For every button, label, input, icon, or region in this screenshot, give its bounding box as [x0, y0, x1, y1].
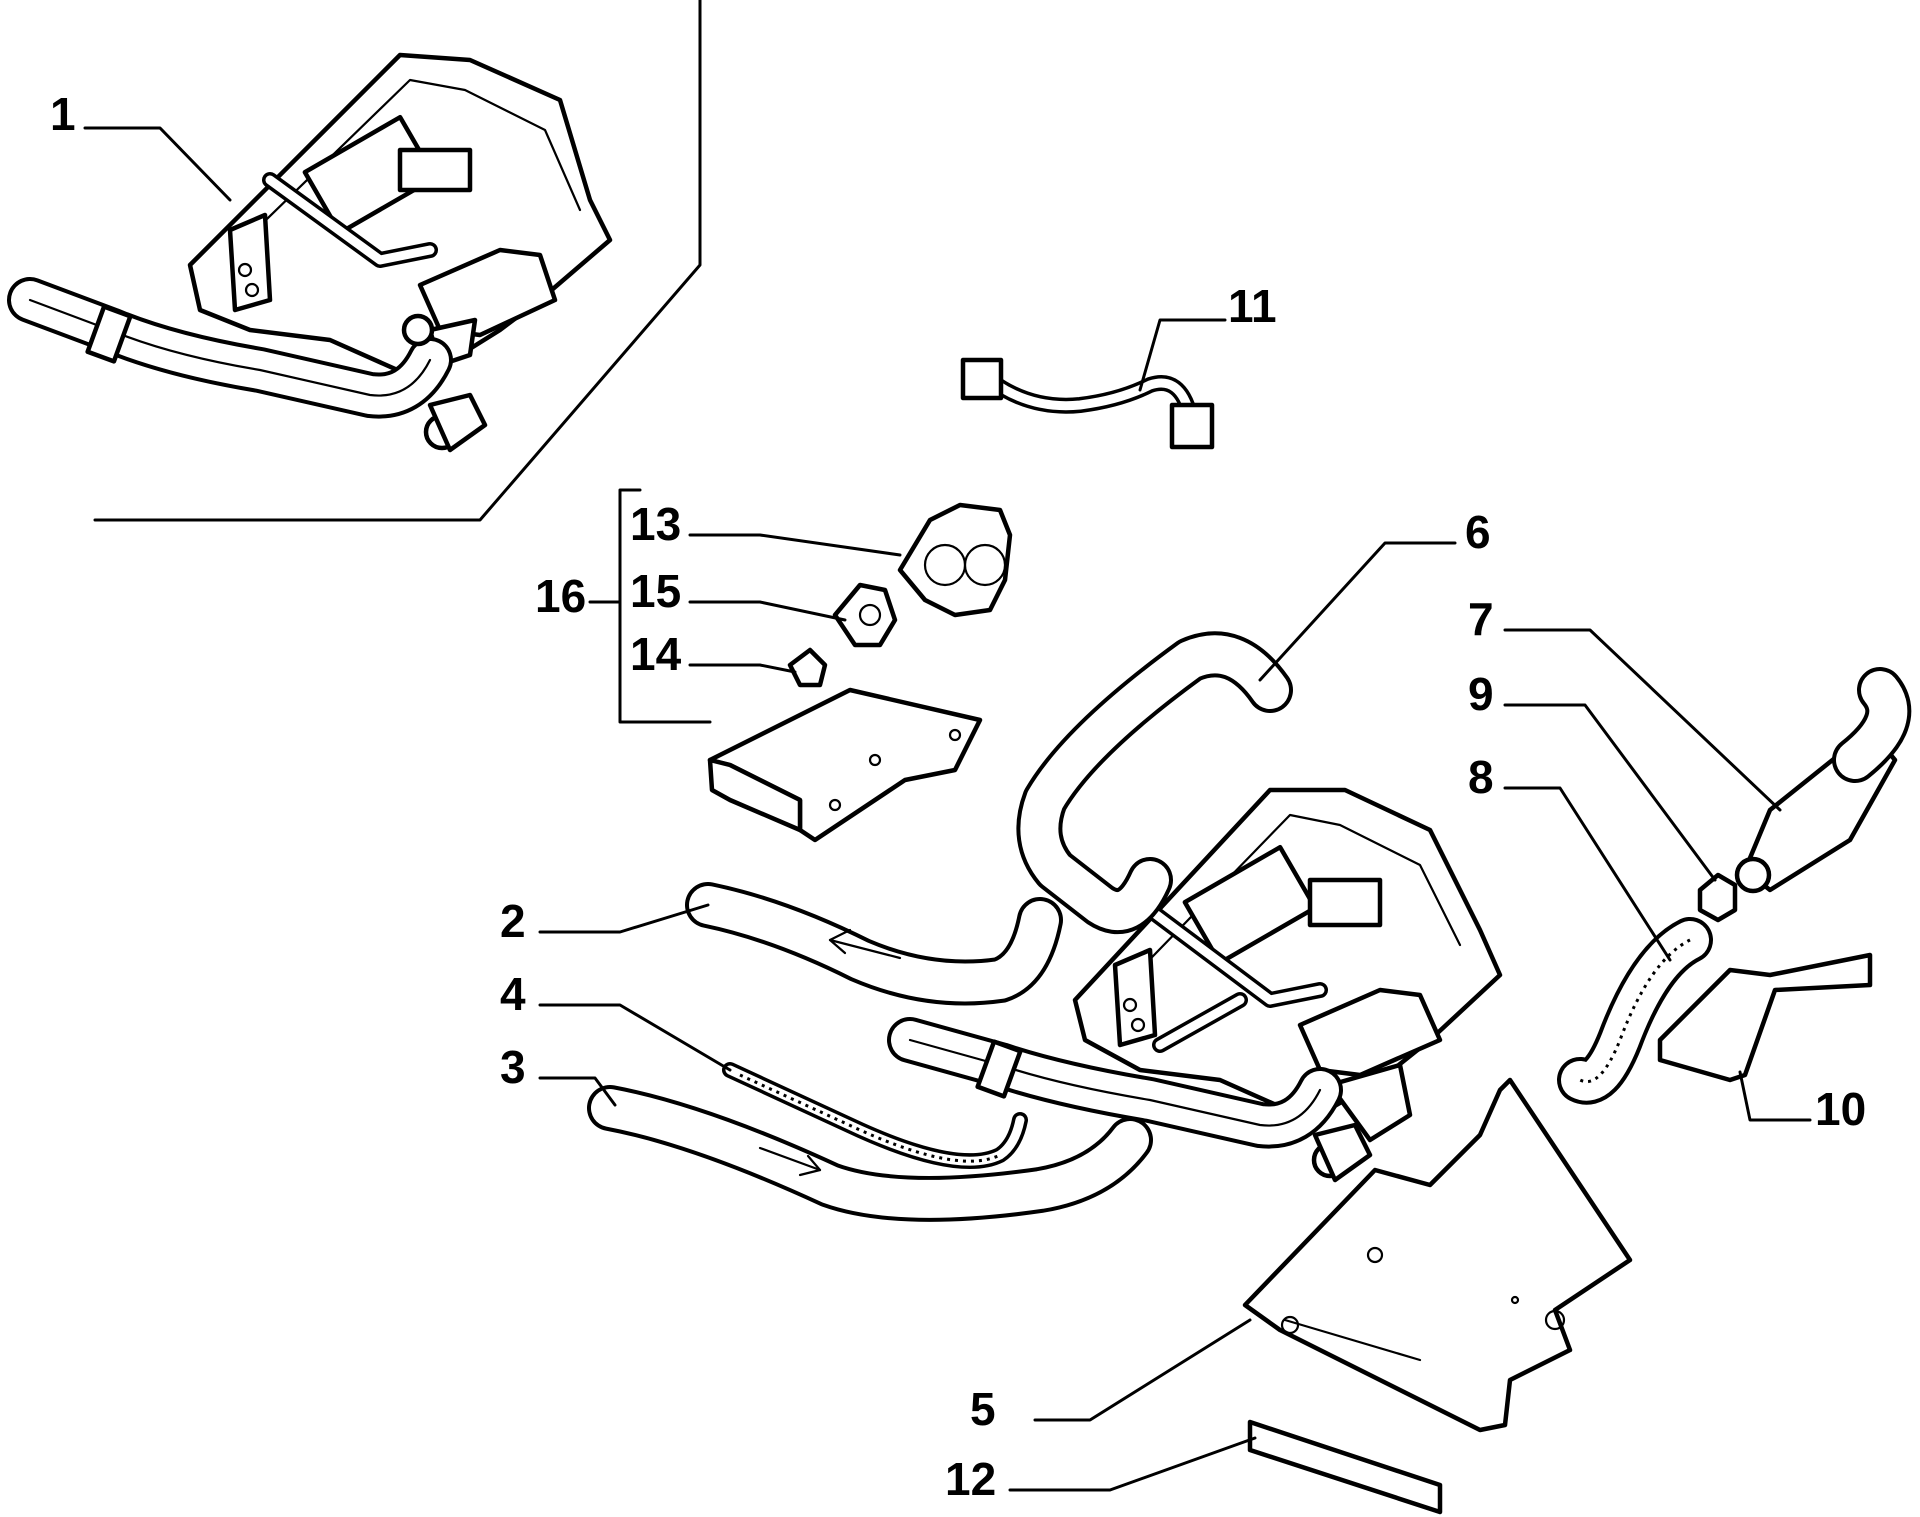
callout-12: 12	[945, 1453, 996, 1505]
callout-16: 16	[535, 570, 586, 622]
flex-hose	[1557, 917, 1713, 1105]
leader-14	[688, 663, 797, 674]
housing-bracket	[897, 502, 1013, 618]
support-bracket	[1657, 952, 1873, 1083]
callout-3: 3	[500, 1041, 526, 1093]
leader-6	[1258, 541, 1457, 682]
inset-frame	[93, 0, 702, 522]
callout-labels: 1 11 13 16 15 14 6 7 9 8 10 2 4 3 5 12	[50, 88, 1866, 1505]
leader-lines	[83, 126, 1812, 1492]
heater-assembly	[887, 787, 1503, 1183]
callout-14: 14	[630, 628, 682, 680]
corrugated-tube	[722, 1062, 1028, 1170]
leader-11	[1138, 318, 1227, 392]
leader-13	[688, 533, 902, 557]
leader-7	[1503, 628, 1782, 812]
leader-8	[1503, 786, 1672, 962]
wiring-harness	[960, 357, 1215, 450]
callout-9: 9	[1468, 668, 1494, 720]
leader-2	[538, 903, 710, 934]
leader-15	[688, 600, 847, 622]
clip	[832, 582, 898, 648]
hose-upper	[685, 882, 1063, 1006]
leader-12	[1008, 1436, 1257, 1492]
leader-4	[538, 1003, 732, 1072]
leader-16	[588, 488, 712, 724]
callout-8: 8	[1468, 751, 1494, 803]
callout-13: 13	[630, 498, 681, 550]
callout-6: 6	[1465, 506, 1491, 558]
callout-15: 15	[630, 565, 681, 617]
base-plate	[1242, 1077, 1633, 1433]
callout-5: 5	[970, 1383, 996, 1435]
callout-4: 4	[500, 968, 526, 1020]
small-cap	[787, 647, 828, 688]
leader-3	[538, 1076, 617, 1107]
leader-10	[1738, 1070, 1812, 1122]
hose-u-shaped	[1016, 631, 1293, 935]
leader-9	[1503, 703, 1717, 882]
hose-lower	[587, 1085, 1153, 1222]
callout-1: 1	[50, 88, 76, 140]
callout-7: 7	[1468, 593, 1494, 645]
seal-strip	[1247, 1419, 1443, 1515]
mounting-plate	[707, 687, 983, 843]
callout-2: 2	[500, 895, 526, 947]
heater-assembly-inset	[7, 52, 613, 453]
leader-1	[83, 126, 232, 202]
exhaust-muffler	[1734, 667, 1912, 894]
leader-5	[1033, 1318, 1252, 1422]
callout-11: 11	[1228, 280, 1277, 332]
hose-clamp	[1697, 872, 1738, 923]
callout-10: 10	[1815, 1083, 1866, 1135]
